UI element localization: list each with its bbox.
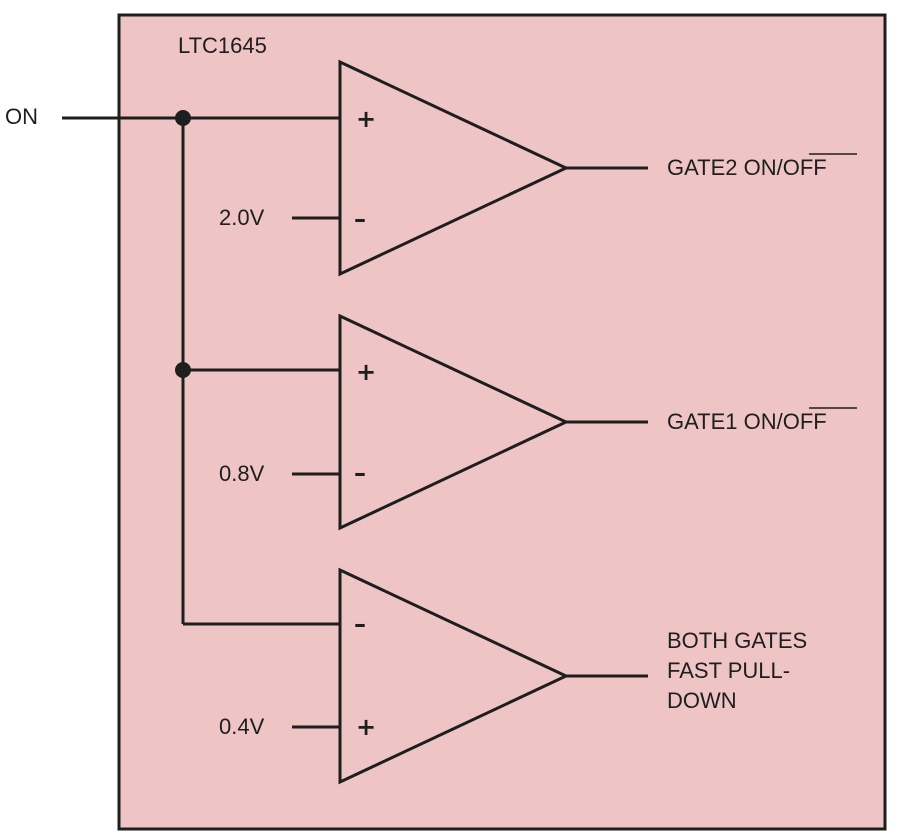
pulldown-output-line-3: DOWN [667, 688, 737, 713]
comparator-pulldown-minus-sign: – [354, 610, 366, 638]
comparator-gate2: + – 2.0V GATE2 ON/OFF [219, 59, 857, 277]
reference-label-2v: 2.0V [219, 205, 265, 230]
reference-label-0-4v: 0.4V [219, 714, 265, 739]
gate2-output-text: GATE2 ON/ [667, 155, 784, 180]
comparator-gate1-minus-sign: – [354, 459, 366, 487]
comparator-gate2-minus-sign: – [354, 205, 366, 233]
gate2-output-overbar-text: OFF [783, 155, 827, 180]
junction-dot-top [175, 110, 191, 126]
gate2-output-label: GATE2 ON/OFF [667, 155, 827, 180]
gate1-output-label: GATE1 ON/OFF [667, 409, 827, 434]
reference-label-0-8v: 0.8V [219, 461, 265, 486]
comparator-gate1-triangle [338, 313, 570, 531]
on-input-label: ON [5, 104, 38, 129]
comparator-pulldown-plus-sign: + [356, 713, 376, 741]
comparator-pulldown: – + 0.4V BOTH GATES FAST PULL- DOWN [183, 567, 807, 785]
comparator-pulldown-triangle [338, 567, 570, 785]
comparator-gate2-plus-sign: + [356, 105, 376, 133]
pulldown-output-line-1: BOTH GATES [667, 628, 807, 653]
comparator-gate1-plus-sign: + [356, 358, 376, 386]
chip-body [117, 13, 887, 831]
pulldown-output-line-2: FAST PULL- [667, 658, 790, 683]
comparator-gate1: + – 0.8V GATE1 ON/OFF [183, 313, 857, 531]
gate1-output-overbar-text: OFF [783, 409, 827, 434]
gate1-output-text: GATE1 ON/ [667, 409, 784, 434]
chip-name: LTC1645 [178, 33, 267, 58]
comparator-gate2-triangle [338, 59, 570, 277]
